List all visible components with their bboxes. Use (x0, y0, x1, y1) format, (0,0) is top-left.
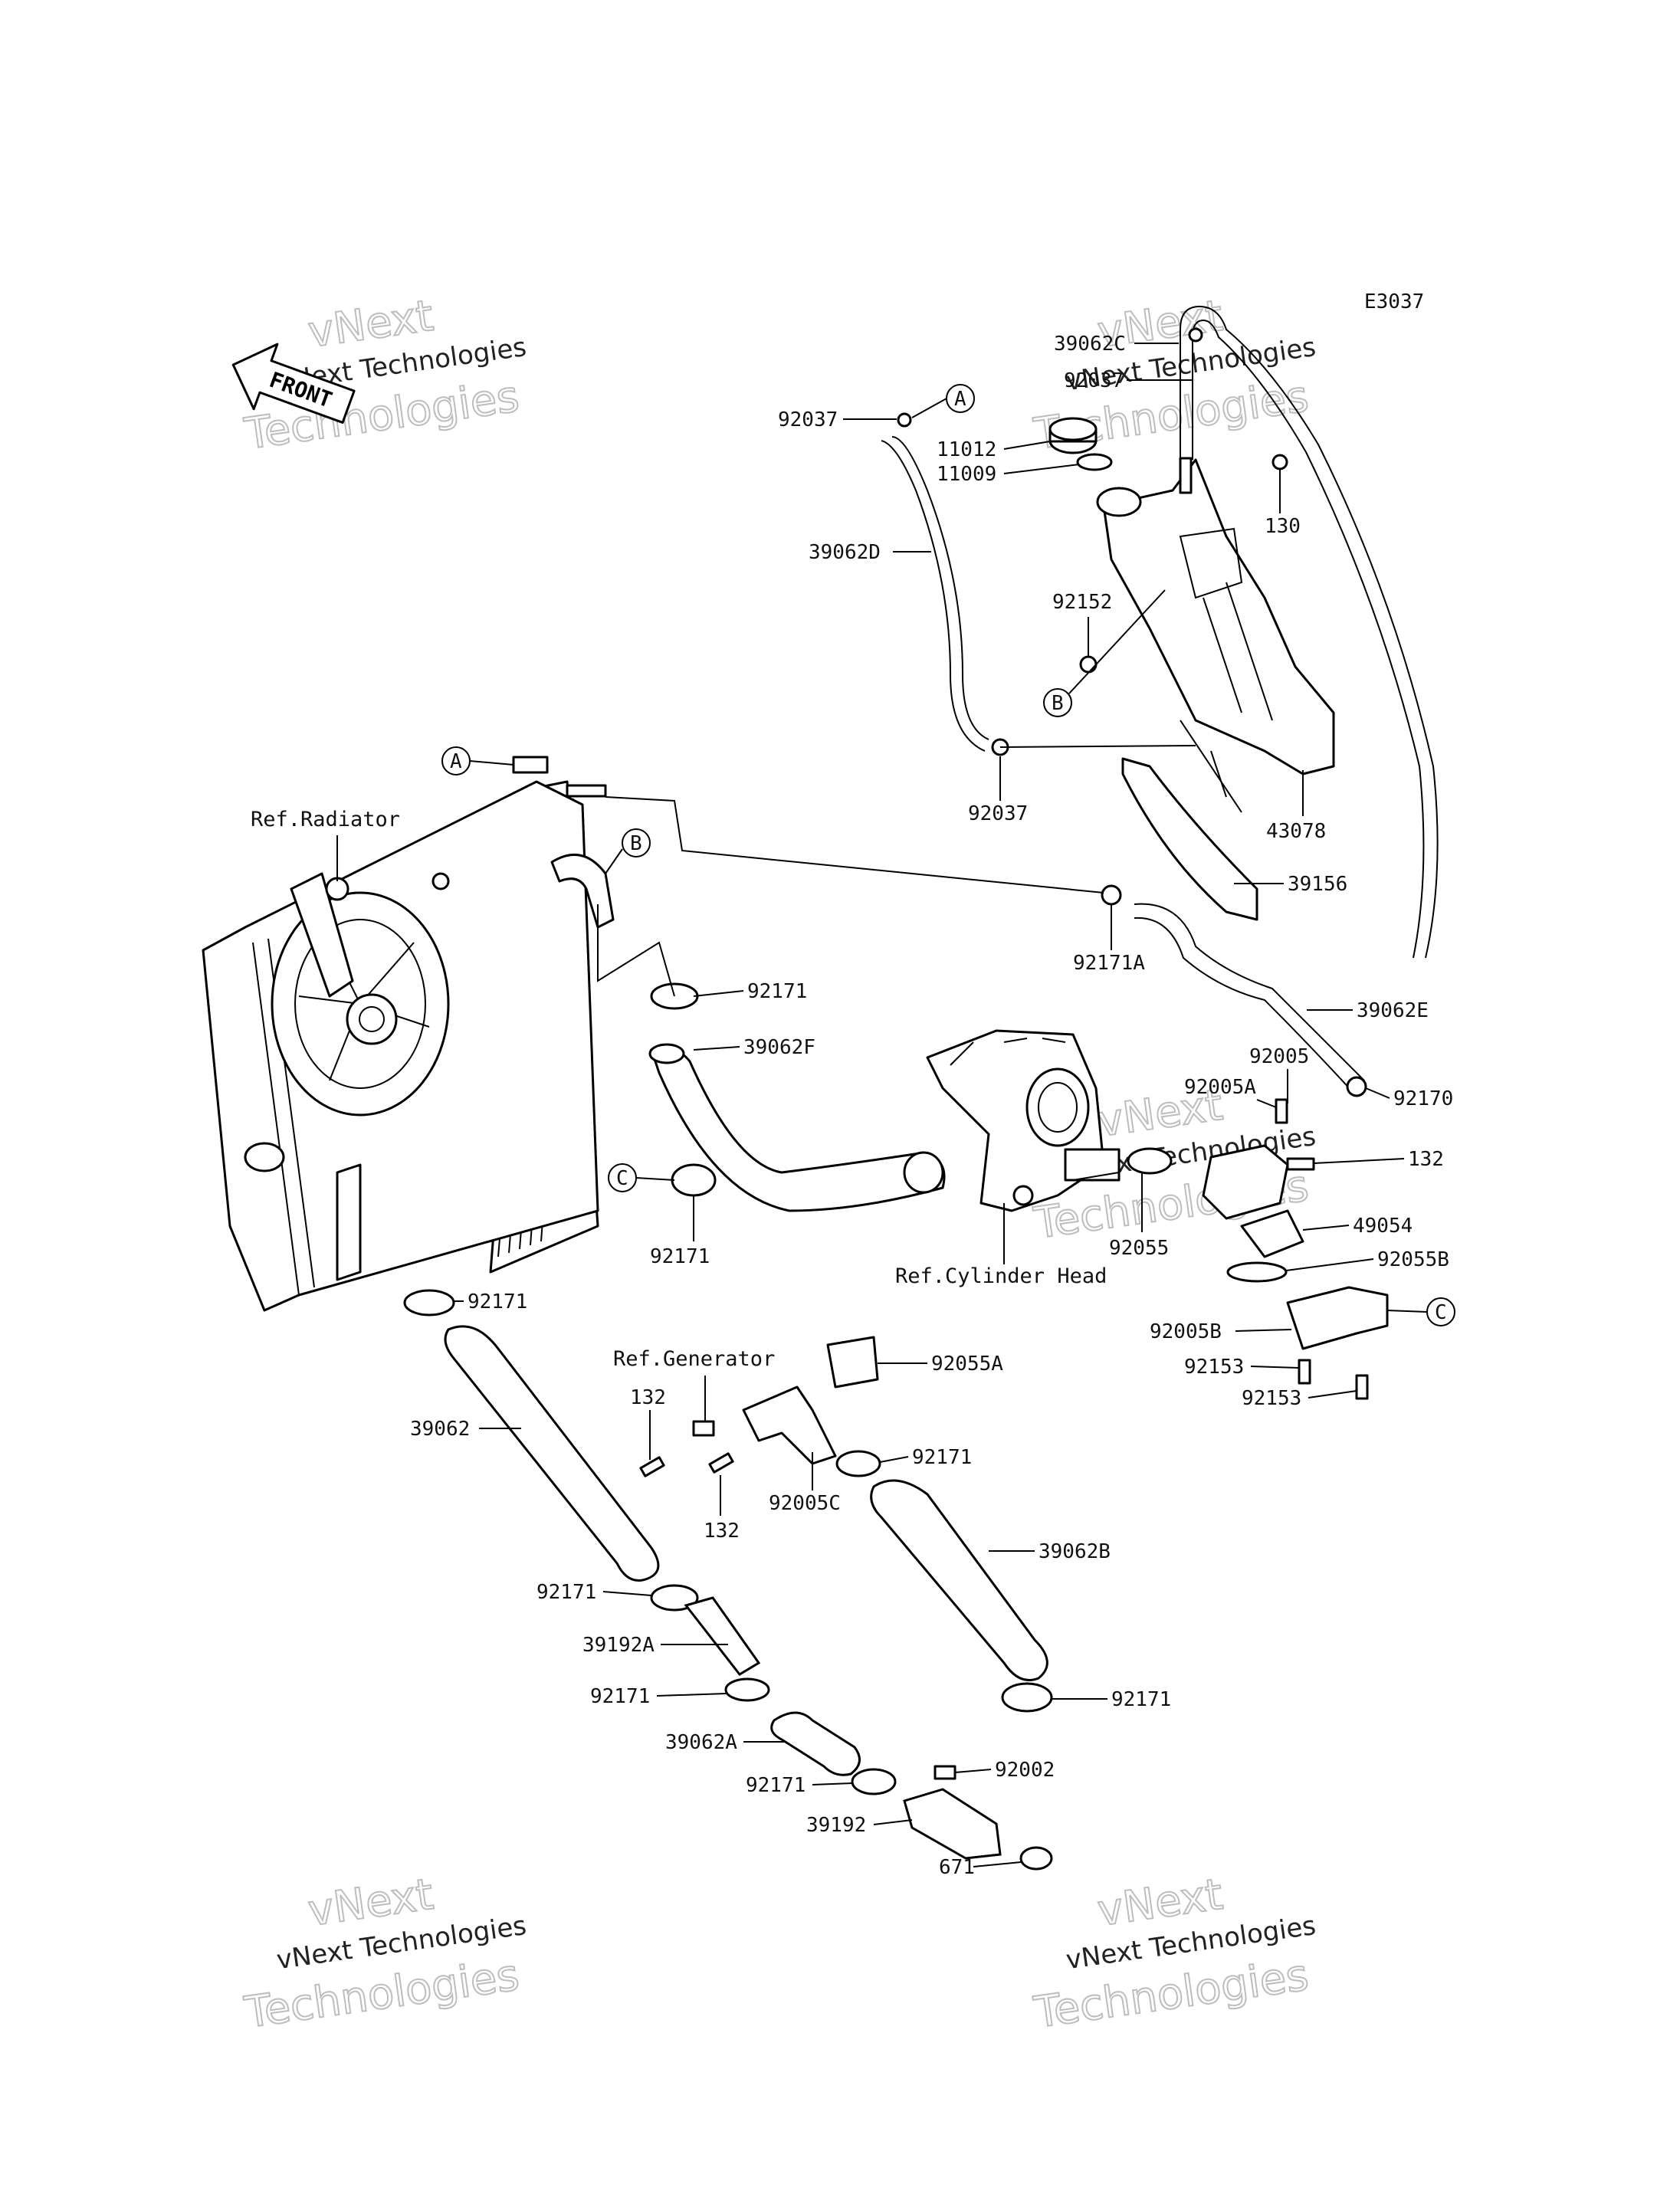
part-label-39062B: 39062B (1039, 1540, 1111, 1563)
part-label-39192A: 39192A (582, 1634, 655, 1657)
gasket-92055A (826, 1336, 879, 1389)
clamp-92171-h (851, 1768, 897, 1795)
radiator-assembly (202, 756, 615, 1312)
cap-seal (1076, 453, 1113, 471)
panel-39156 (1121, 757, 1258, 921)
callout-a-radiator: A (441, 746, 514, 776)
part-label-92170: 92170 (1393, 1087, 1453, 1110)
svg-text:C: C (616, 1167, 628, 1190)
part-label-39062F: 39062F (743, 1036, 815, 1059)
ref-generator-label: Ref.Generator (613, 1347, 775, 1371)
clamp-92037-right (1188, 327, 1203, 343)
clamp-92037-top (897, 412, 912, 428)
part-label-92002: 92002 (995, 1759, 1055, 1782)
part-label-92171-f: 92171 (1111, 1688, 1171, 1711)
ref-generator-part (692, 1420, 715, 1437)
svg-text:A: A (450, 750, 462, 773)
part-label-92005A: 92005A (1184, 1076, 1256, 1099)
o-ring-92055B (1226, 1261, 1288, 1283)
cylinder-head (926, 1029, 1121, 1212)
part-label-92037-bottom: 92037 (968, 802, 1028, 825)
part-label-92005B: 92005B (1150, 1320, 1222, 1343)
clamp-92171A (1101, 884, 1122, 906)
part-label-92171-g: 92171 (590, 1685, 650, 1708)
svg-text:A: A (954, 388, 966, 411)
callout-a-top: A (911, 384, 975, 418)
part-label-11009: 11009 (937, 463, 996, 486)
part-label-92171-b: 92171 (650, 1245, 710, 1268)
part-label-39156: 39156 (1288, 873, 1347, 896)
part-label-39062D: 39062D (809, 541, 881, 564)
part-label-92171-a: 92171 (747, 980, 807, 1003)
part-label-132-bottom: 132 (704, 1520, 740, 1543)
callout-b-radiator: B (605, 828, 651, 874)
grommet (1079, 655, 1098, 674)
part-label-39062A: 39062A (665, 1731, 737, 1754)
callout-c-right: C (1386, 1297, 1455, 1326)
part-label-92171A: 92171A (1073, 952, 1145, 975)
part-label-92037-left: 92037 (778, 408, 838, 431)
thermostat-49054 (1240, 1209, 1304, 1258)
clamp-92171-f (1001, 1682, 1053, 1713)
pipe-39192 (903, 1788, 1002, 1860)
reservoir-cap (1048, 417, 1098, 454)
reservoir-tank (1096, 457, 1335, 776)
part-label-39192: 39192 (806, 1814, 866, 1837)
part-label-92171-h: 92171 (746, 1774, 806, 1797)
bolt-132-right (1286, 1157, 1315, 1171)
part-label-92153-a: 92153 (1184, 1356, 1244, 1379)
part-label-92152: 92152 (1052, 591, 1112, 614)
clamp-92171-d (650, 1584, 699, 1612)
clamp-92171-left (403, 1289, 455, 1317)
gasket-92055 (1127, 1147, 1173, 1175)
watermark-bottom-right: vNext vNext Technologies Technologies (1030, 1869, 1317, 2039)
part-label-92005: 92005 (1249, 1045, 1309, 1068)
part-label-130: 130 (1265, 515, 1301, 538)
part-label-49054: 49054 (1353, 1215, 1413, 1238)
tank-bolt (1271, 454, 1288, 471)
diagram-code: E3037 (1364, 290, 1424, 313)
part-label-92153-b: 92153 (1242, 1387, 1301, 1410)
part-label-92055B: 92055B (1377, 1248, 1449, 1271)
part-label-132-left: 132 (630, 1386, 666, 1409)
part-label-92171-d: 92171 (912, 1446, 972, 1469)
pipe-39192A (684, 1596, 761, 1676)
clamp-92171-g (724, 1677, 770, 1702)
o-ring-671 (1019, 1846, 1053, 1871)
part-label-39062E: 39062E (1357, 999, 1429, 1022)
thermostat-housing (1286, 1286, 1389, 1350)
part-label-92171-e: 92171 (536, 1581, 596, 1604)
bolt-92002 (934, 1765, 956, 1780)
bolt-92005A (1275, 1098, 1288, 1124)
ref-radiator-label: Ref.Radiator (251, 808, 400, 831)
clamp-92171-e (835, 1450, 881, 1477)
part-label-39062C: 39062C (1054, 333, 1126, 356)
callout-b-tank: B (1043, 589, 1166, 717)
svg-text:B: B (630, 832, 642, 855)
part-label-92005C: 92005C (769, 1492, 841, 1515)
part-label-92055: 92055 (1109, 1237, 1169, 1260)
part-label-92037-top: 92037 (1064, 369, 1124, 392)
svg-text:B: B (1052, 692, 1064, 715)
svg-text:C: C (1435, 1301, 1447, 1324)
callout-c-left: C (608, 1163, 675, 1192)
part-label-11012: 11012 (937, 438, 996, 461)
ref-cylinder-head-label: Ref.Cylinder Head (895, 1264, 1107, 1288)
water-pump-cover (742, 1385, 837, 1465)
clamp-92171-c (671, 1163, 717, 1197)
bolt-132-left (639, 1456, 665, 1477)
watermark-bottom-left: vNext vNext Technologies Technologies (241, 1869, 528, 2039)
bolt-92153-b (1355, 1374, 1369, 1400)
bolt-92153-a (1298, 1359, 1311, 1385)
part-label-92055A: 92055A (931, 1353, 1003, 1376)
part-label-132-right: 132 (1408, 1148, 1444, 1171)
part-label-671: 671 (939, 1856, 975, 1879)
part-label-39062: 39062 (410, 1418, 470, 1441)
thermostat-cover (1202, 1144, 1289, 1220)
part-label-92171-c: 92171 (468, 1290, 527, 1313)
part-label-43078: 43078 (1266, 820, 1326, 843)
clamp-92170 (1346, 1076, 1367, 1097)
bolt-132-bottom (708, 1452, 734, 1474)
